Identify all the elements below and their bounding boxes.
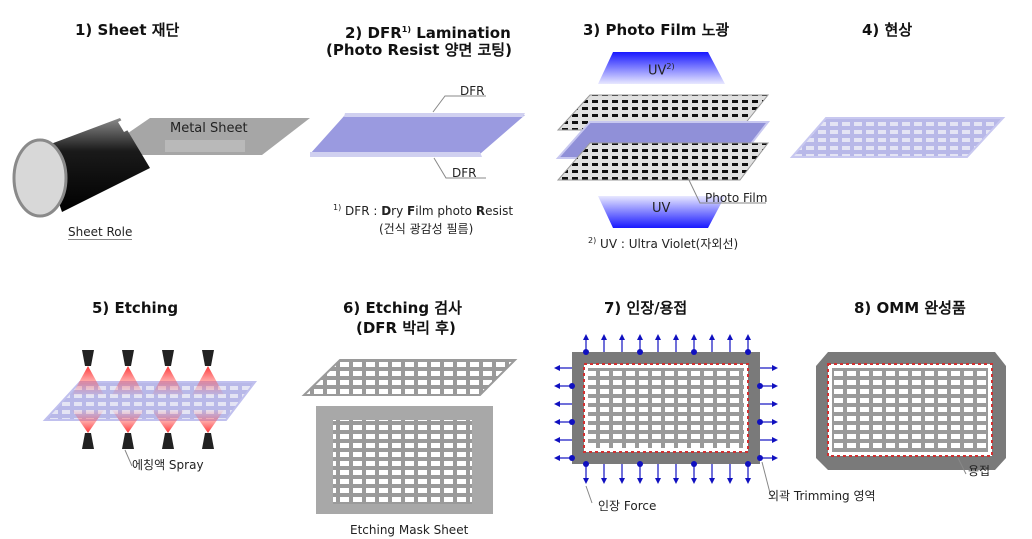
- mask-grid: [333, 420, 472, 504]
- spray-nozzles-bottom: [72, 410, 224, 449]
- spray-cone: [72, 366, 104, 395]
- step1-title: 1) Sheet 재단: [75, 21, 180, 39]
- dfr-footnote: 1) DFR : Dry Film photo Resist: [333, 203, 513, 218]
- etching-mask-sheet-label: Etching Mask Sheet: [350, 523, 469, 537]
- step1-graphic: [12, 114, 310, 218]
- dfr-letter-r: R: [475, 204, 486, 218]
- step5-title: 5) Etching: [92, 299, 179, 317]
- etched-sheet-perspective: [301, 359, 518, 396]
- spray-cone: [192, 366, 224, 395]
- step2-title-a: 2) DFR: [345, 24, 402, 42]
- nozzle: [202, 350, 214, 366]
- photo-film-leader: [687, 177, 766, 204]
- dfr-top-label: DFR: [460, 84, 485, 98]
- spray-cone: [72, 410, 104, 433]
- weld-leader: [957, 457, 967, 475]
- dfr-bottom-label: DFR: [452, 166, 477, 180]
- dfr-letter-d: D: [381, 204, 392, 218]
- spray-cone: [192, 410, 224, 433]
- step2-title-sup: 1): [401, 25, 411, 34]
- sheet-role-label: Sheet Role: [68, 225, 133, 240]
- dfr-sheet: [310, 115, 525, 154]
- step6-graphic: [301, 359, 518, 514]
- nozzle: [82, 350, 94, 366]
- uv-top-sup: 2): [666, 62, 675, 71]
- step5-graphic: [42, 350, 258, 467]
- dfr-word-ry: ry: [391, 204, 408, 218]
- weld-label: 용접: [968, 464, 991, 478]
- dfr-top-leader: [432, 95, 486, 113]
- step6-title: 6) Etching 검사: [343, 299, 462, 317]
- spray-label: 에칭액 Spray: [132, 458, 204, 472]
- spray-leader: [124, 449, 133, 467]
- omm-grid: [832, 368, 988, 452]
- nozzle: [122, 433, 134, 449]
- uv-footnote-sup: 2): [588, 236, 597, 245]
- step4-title: 4) 현상: [862, 21, 913, 39]
- step2-title: 2) DFR1) Lamination: [345, 20, 511, 43]
- photo-film-label: Photo Film: [705, 191, 768, 205]
- uv-footnote: 2) UV : Ultra Violet(자외선): [588, 235, 738, 252]
- uv-top-text: UV: [648, 63, 667, 79]
- nozzle: [162, 433, 174, 449]
- sheet-shading: [165, 140, 245, 152]
- uv-bottom-label: UV: [652, 201, 671, 216]
- nozzle: [82, 433, 94, 449]
- dfr-word-ilm: ilm photo: [415, 204, 476, 218]
- roll-stripe: [118, 114, 140, 132]
- metal-sheet-label: Metal Sheet: [170, 121, 248, 136]
- spray-cone: [152, 366, 184, 395]
- spray-cone: [112, 410, 144, 433]
- spray-cone: [112, 366, 144, 395]
- step8-title: 8) OMM 완성품: [854, 299, 966, 317]
- step2-subtitle: (Photo Resist 양면 코팅): [326, 41, 512, 59]
- step6-subtitle: (DFR 박리 후): [356, 319, 456, 337]
- step2-title-a2: Lamination: [411, 24, 511, 42]
- dfr-letter-f: F: [407, 204, 416, 218]
- omm-weld-line: [827, 363, 993, 457]
- step3-title: 3) Photo Film 노광: [583, 21, 730, 39]
- roll-end: [12, 138, 68, 218]
- tension-arrows: [554, 334, 778, 484]
- dfr-word-esist: esist: [485, 204, 514, 218]
- photo-film-bottom: [556, 142, 770, 181]
- uv-top-lamp: [598, 52, 725, 84]
- dfr-top-edge: [344, 113, 525, 117]
- arrow-heads: [554, 334, 778, 484]
- step3-graphic: [555, 52, 771, 228]
- step8-graphic: [816, 352, 1006, 475]
- grid-area: [588, 368, 744, 448]
- dfr-footnote-prefix: DFR :: [345, 204, 382, 218]
- uv-footnote-text: UV : Ultra Violet(자외선): [600, 237, 739, 251]
- nozzle: [122, 350, 134, 366]
- nozzle: [202, 433, 214, 449]
- roll-body: [40, 118, 150, 212]
- uv-top-label: UV2): [648, 62, 675, 78]
- clamp-dots: [569, 349, 763, 467]
- force-label: 인장 Force: [598, 499, 657, 513]
- metal-sheet: [96, 118, 310, 155]
- nozzle: [162, 350, 174, 366]
- developed-sheet: [789, 117, 1006, 158]
- dfr-footnote-sup: 1): [333, 203, 342, 212]
- dfr-footnote-korean: (건식 광감성 필름): [379, 222, 474, 236]
- uv-bottom-lamp: [598, 196, 725, 228]
- trimming-label: 외곽 Trimming 영역: [768, 489, 876, 503]
- trimming-leader: [761, 461, 771, 494]
- spray-cone: [152, 410, 184, 433]
- spray-nozzles-top: [72, 350, 224, 395]
- dfr-bottom-leader: [433, 157, 486, 179]
- dfr-bottom-edge: [310, 152, 482, 157]
- step2-graphic: [310, 95, 525, 179]
- force-leader: [585, 485, 593, 504]
- step7-graphic: [554, 334, 778, 504]
- step7-title: 7) 인장/용접: [604, 299, 688, 317]
- step4-graphic: [789, 117, 1006, 158]
